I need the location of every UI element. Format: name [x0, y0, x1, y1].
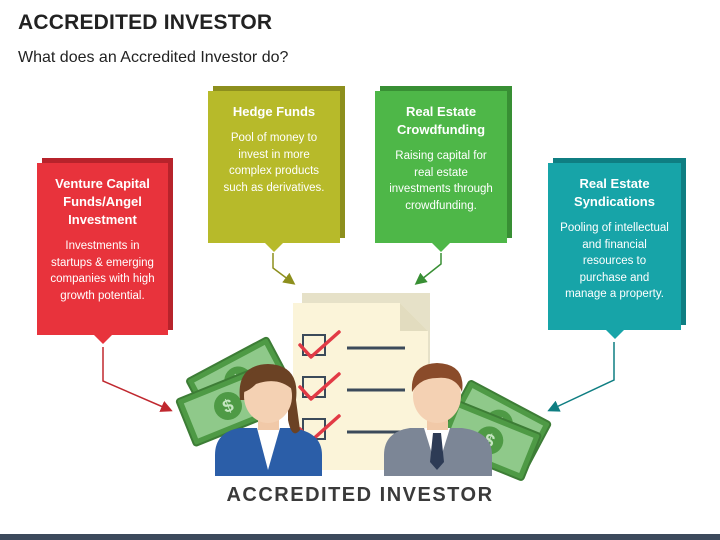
card-pointer: [92, 334, 113, 344]
card-title: Real Estate Crowdfunding: [396, 104, 486, 137]
connector-venture: [102, 347, 173, 412]
connector-hedge: [272, 253, 296, 285]
card-description: Raising capital for real estate investme…: [389, 150, 493, 212]
card-pointer: [264, 242, 284, 252]
card-title: Venture Capital Funds/Angel Investment: [55, 176, 150, 227]
page-subtitle: What does an Accredited Investor do?: [18, 49, 289, 66]
card-real-estate-syndications: Real Estate Syndications Pooling of inte…: [548, 163, 681, 339]
card-pointer: [431, 242, 451, 252]
connector-crowdfunding: [414, 253, 442, 285]
footer-bar: [0, 534, 720, 540]
card-title: Real Estate Syndications: [574, 176, 655, 209]
card-description: Investments in startups & emerging compa…: [50, 240, 155, 302]
card-title: Hedge Funds: [232, 104, 316, 119]
card-real-estate-crowdfunding: Real Estate Crowdfunding Raising capital…: [375, 91, 507, 252]
card-venture-capital: Venture Capital Funds/Angel Investment I…: [37, 163, 168, 344]
page-title: ACCREDITED INVESTOR: [18, 11, 273, 34]
card-pointer: [604, 329, 625, 339]
businessman-icon: [384, 363, 492, 476]
card-hedge-funds: Hedge Funds Pool of money to invest in m…: [208, 91, 340, 252]
businesswoman-icon: [215, 364, 322, 476]
connector-syndications: [547, 342, 615, 412]
card-description: Pool of money to invest in more complex …: [223, 132, 325, 194]
card-description: Pooling of intellectual and financial re…: [560, 222, 669, 300]
illustration-label: ACCREDITED INVESTOR: [226, 484, 494, 506]
